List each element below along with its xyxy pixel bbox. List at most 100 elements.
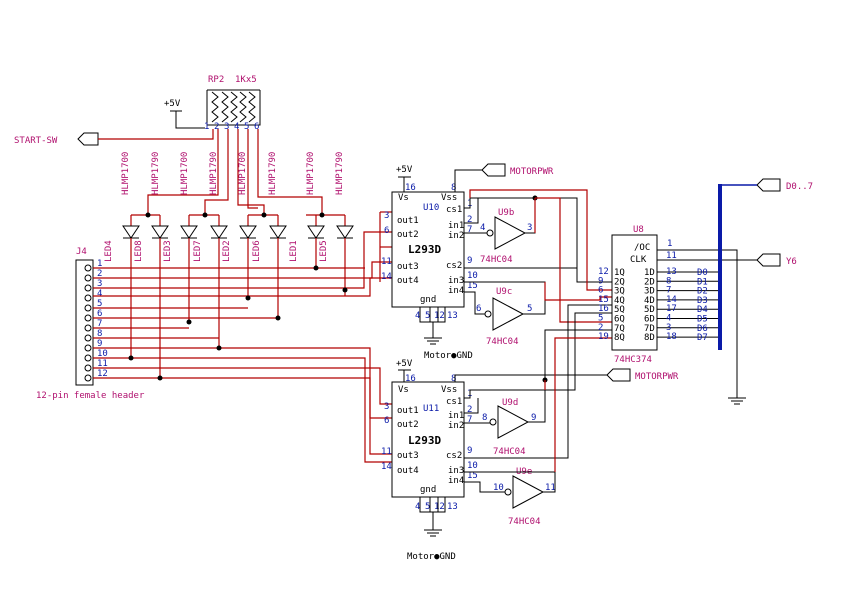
svg-text:in2: in2 (448, 421, 464, 431)
svg-text:HLMP1790: HLMP1790 (335, 152, 345, 195)
svg-text:cs1: cs1 (446, 205, 462, 215)
svg-text:9: 9 (467, 256, 472, 266)
latch-input-label: 3D (644, 287, 655, 297)
svg-text:10: 10 (467, 271, 478, 281)
svg-text:12: 12 (97, 369, 108, 379)
bus-line-label: D6 (697, 324, 708, 334)
svg-text:7: 7 (97, 319, 102, 329)
svg-text:4: 4 (97, 289, 102, 299)
inverter-u9e: U9e 11 10 74HC04 (493, 467, 556, 527)
svg-text:LED4: LED4 (104, 240, 114, 262)
motorpwr-connector-top: MOTORPWR (481, 163, 554, 177)
svg-text:Vss: Vss (441, 193, 457, 203)
led-8: LED8 HLMP1790 (134, 152, 169, 380)
latch-input-label: 2D (644, 277, 655, 287)
latch-output-label: 2Q (614, 277, 625, 287)
svg-text:8: 8 (482, 413, 487, 423)
latch-output-pin: 15 (598, 295, 609, 305)
svg-text:74HC04: 74HC04 (480, 255, 513, 265)
latch-input-pin: 14 (666, 295, 677, 305)
svg-text:LED6: LED6 (252, 240, 262, 262)
svg-text:74HC374: 74HC374 (614, 355, 652, 365)
latch-input-pin: 8 (666, 276, 671, 286)
svg-text:LED7: LED7 (193, 240, 203, 262)
svg-text:D0..7: D0..7 (786, 182, 813, 192)
bus-line-label: D5 (697, 315, 708, 325)
latch-input-label: 6D (644, 315, 655, 325)
svg-text:out3: out3 (397, 451, 419, 461)
svg-text:+5V: +5V (396, 165, 413, 175)
svg-text:U9c: U9c (496, 287, 512, 297)
svg-text:11: 11 (545, 483, 556, 493)
latch-input-label: 8D (644, 333, 655, 343)
svg-text:3: 3 (384, 211, 389, 221)
svg-text:gnd: gnd (420, 295, 436, 305)
led-1: LED1 HLMP1700 (289, 152, 325, 268)
svg-text:6: 6 (97, 309, 102, 319)
driver-u11: Vs Vss U11 cs1 out1 in1 in2 out2 L293D o… (381, 359, 607, 562)
svg-text:74HC04: 74HC04 (493, 447, 526, 457)
svg-text:+5V: +5V (396, 359, 413, 369)
led-6: LED6 HLMP1790 (252, 152, 287, 320)
svg-text:Vs: Vs (398, 385, 409, 395)
svg-text:HLMP1700: HLMP1700 (306, 152, 316, 195)
svg-text:15: 15 (467, 471, 478, 481)
svg-text:cs2: cs2 (446, 261, 462, 271)
svg-text:cs2: cs2 (446, 451, 462, 461)
svg-text:U9d: U9d (502, 398, 518, 408)
svg-text:Motor●GND: Motor●GND (424, 351, 473, 361)
latch-output-pin: 16 (598, 304, 609, 314)
latch-output-label: 1Q (614, 268, 625, 278)
svg-text:16: 16 (405, 183, 416, 193)
svg-text:LED5: LED5 (319, 240, 329, 262)
svg-text:7: 7 (467, 225, 472, 235)
svg-text:Motor●GND: Motor●GND (407, 552, 456, 562)
svg-text:11: 11 (381, 257, 392, 267)
svg-text:1Kx5: 1Kx5 (235, 75, 257, 85)
svg-text:2: 2 (467, 215, 472, 225)
svg-text:Y6: Y6 (786, 257, 797, 267)
y6-connector: Y6 (756, 253, 797, 267)
led-7: LED7 HLMP1790 (193, 152, 228, 348)
svg-text:3: 3 (97, 279, 102, 289)
svg-text:14: 14 (381, 462, 392, 472)
latch-output-label: 5Q (614, 305, 625, 315)
header-j4: J4 1 2 3 4 5 6 7 8 9 10 11 12 12-pin fem… (36, 247, 145, 401)
svg-text:6: 6 (384, 226, 389, 236)
bus-line-label: D3 (697, 296, 708, 306)
svg-text:HLMP1700: HLMP1700 (121, 152, 131, 195)
svg-text:LED2: LED2 (222, 240, 232, 262)
latch-input-pin: 18 (666, 332, 677, 342)
svg-text:2: 2 (467, 405, 472, 415)
svg-text:9: 9 (467, 446, 472, 456)
svg-text:in3: in3 (448, 276, 464, 286)
latch-input-pin: 3 (666, 323, 671, 333)
svg-text:15: 15 (467, 281, 478, 291)
latch-output-pin: 9 (598, 276, 603, 286)
latch-input-pin: 13 (666, 267, 677, 277)
led-2: LED2 HLMP1700 (222, 152, 257, 298)
svg-text:Vs: Vs (398, 193, 409, 203)
bus-line-label: D0 (697, 268, 708, 278)
junctions (128, 195, 548, 383)
svg-text:cs1: cs1 (446, 397, 462, 407)
svg-text:6: 6 (476, 304, 481, 314)
svg-text:MOTORPWR: MOTORPWR (635, 372, 679, 382)
svg-text:in1: in1 (448, 411, 464, 421)
data-bus (718, 184, 757, 350)
svg-text:8: 8 (97, 329, 102, 339)
svg-text:3: 3 (527, 223, 532, 233)
svg-text:4: 4 (415, 502, 420, 512)
latch-output-pin: 12 (598, 267, 609, 277)
latch-output-pin: 2 (598, 323, 603, 333)
svg-text:U10: U10 (423, 203, 439, 213)
svg-text:74HC04: 74HC04 (508, 517, 541, 527)
latch-input-pin: 17 (666, 304, 677, 314)
svg-text:L293D: L293D (408, 243, 441, 256)
svg-text:L293D: L293D (408, 434, 441, 447)
svg-text:HLMP1790: HLMP1790 (268, 152, 278, 195)
svg-text:+5V: +5V (164, 99, 181, 109)
svg-text:U11: U11 (423, 404, 439, 414)
